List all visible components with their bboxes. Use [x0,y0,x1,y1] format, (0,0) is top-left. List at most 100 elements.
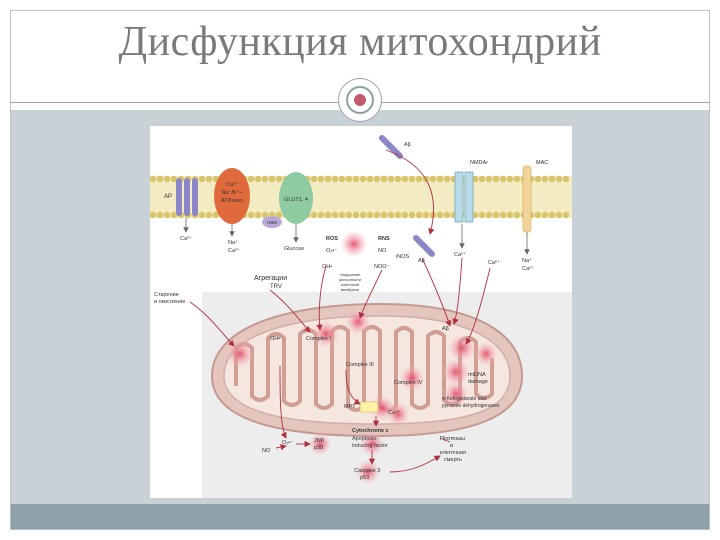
lipid-head [429,175,437,183]
lipid-head [324,211,332,219]
lipid-head [513,175,521,183]
lipid-head [380,211,388,219]
lipid-head [401,175,409,183]
lipid-head [247,211,255,219]
label-trv: TRV [270,284,282,290]
mac-label: MAC [536,160,548,166]
lipid-head [212,211,220,219]
lipid-head [324,175,332,183]
lipid-head [345,211,353,219]
ros-hotspot [340,230,368,258]
lipid-head [198,211,206,219]
label-complex3: Complex III [346,362,374,368]
ion-ros: ROS [326,236,338,242]
mitochondrion [210,302,524,438]
lipid-head [555,175,563,183]
channel-hbm: HBM [262,216,282,228]
lipid-head [394,175,402,183]
hotspot-complex1 [312,320,340,348]
ion-inos: iNOS [396,254,409,260]
ion-ab-right: Aβ [418,258,425,264]
lipid-head [359,175,367,183]
lipid-head [156,175,164,183]
channel-ap-left [176,178,198,216]
label-no-bottom: NO [262,448,271,454]
label-proteases-4: смерть [444,457,462,463]
lipid-head [254,211,262,219]
label-jnk-1: JNK [314,438,325,444]
lipid-head [359,211,367,219]
lipid-head [163,175,171,183]
nmdar-label: NMDAr [470,160,488,166]
hotspot-ca [386,402,410,426]
lipid-head [170,211,178,219]
slide-emblem-icon [338,78,382,122]
ion-oh: OH• [322,264,332,270]
amyloid-top-icon [379,135,403,159]
atpases-line-1: Ca²⁺ [226,181,238,188]
label-oh-inner: OH• [270,336,280,342]
label-apoptosis-1: Apoptosis- [352,436,378,442]
lipid-head [254,175,262,183]
lipid-head [247,175,255,183]
ion-ca-left-2: Ca²⁺ [228,247,240,254]
label-ca-mito: Ca²⁺ [388,409,400,416]
lipid-head [478,175,486,183]
lipid-head [408,175,416,183]
lipid-head [338,175,346,183]
lipid-head [198,175,206,183]
lipid-head [499,175,507,183]
lipid-head [485,211,493,219]
lipid-head [534,211,542,219]
lipid-head [562,211,570,219]
label-stress-1: Старение [154,292,179,298]
lipid-head [541,175,549,183]
lipid-head [478,211,486,219]
lipid-head [548,175,556,183]
lipid-head [170,175,178,183]
lipid-head [331,175,339,183]
label-complex1: Complex I [306,336,331,342]
hotspot-left [226,340,254,368]
ion-rns: RNS [378,236,390,242]
label-apoptosis-2: inducing factor [352,443,388,449]
lipid-head [548,211,556,219]
lipid-head [415,211,423,219]
mitochondria-diagram: AP Ca²⁺ Na⁺/K⁺– ATPases GLUT1, 4 HBM NMD… [150,135,572,498]
ion-onoo: NOO⁻ [374,264,390,270]
note-line-2: целостности [339,278,361,282]
glut-label: GLUT1, 4 [284,197,308,203]
lipid-head [422,211,430,219]
footer-bar [11,504,709,529]
lipid-head [436,175,444,183]
lipid-head [443,175,451,183]
note-line-1: Нарушение [340,273,360,277]
lipid-head [366,211,374,219]
lipid-head [401,211,409,219]
ion-ca-right-2: Ca²⁺ [522,265,534,272]
lipid-head [373,211,381,219]
slide-frame [10,10,710,530]
hotspot-kgdh [443,381,469,407]
cell-membrane [150,175,572,219]
hotspot-cytc [359,431,385,457]
ion-glucose: Glucose [284,246,304,252]
lipid-head [338,211,346,219]
lipid-head [415,175,423,183]
lipid-head [541,211,549,219]
lipid-head [408,211,416,219]
ion-o2: O₂•⁻ [326,248,337,254]
hotspot-caspase [355,459,381,485]
lipid-head [506,211,514,219]
lipid-head [275,175,283,183]
label-caspase-1: Caspase 3 [354,468,380,474]
ion-ca-left: Ca²⁺ [180,235,192,242]
lipid-head [331,211,339,219]
hotspot-jnk [308,432,332,456]
lipid-head [492,211,500,219]
pathway-arrows [189,149,491,473]
lipid-head [317,175,325,183]
atpases-line-3: ATPases [221,198,243,204]
lipid-head [150,211,157,219]
lipid-head [205,175,213,183]
